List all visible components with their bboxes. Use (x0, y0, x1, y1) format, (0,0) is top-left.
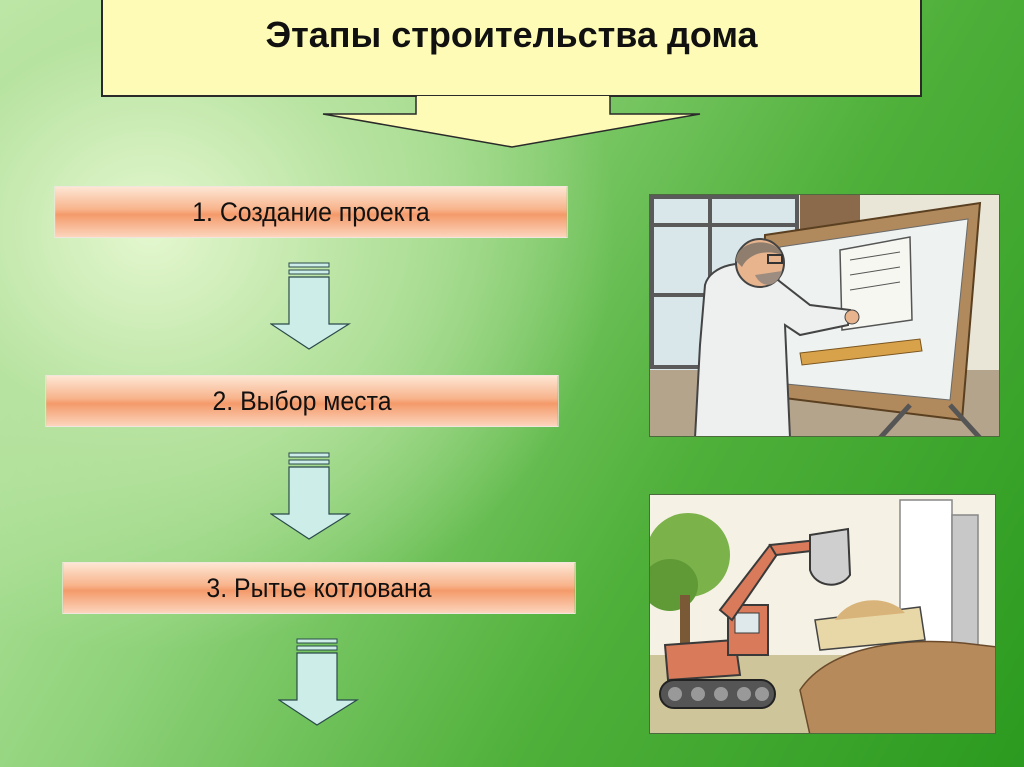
page-title: Этапы строительства дома (265, 14, 758, 55)
title-callout (101, 0, 922, 97)
down-arrow-icon (270, 452, 352, 540)
stage-2-label: 2. Выбор места (212, 385, 392, 416)
stage-2-site: 2. Выбор места (46, 376, 558, 426)
excavator-illustration (649, 494, 996, 734)
down-arrow-icon (278, 638, 360, 726)
stage-1-project: 1. Создание проекта (55, 187, 567, 237)
stage-3-label: 3. Рытье котлована (206, 572, 432, 603)
architect-drafting-illustration (649, 194, 1000, 437)
stage-1-label: 1. Создание проекта (192, 196, 430, 227)
stage-3-pit: 3. Рытье котлована (63, 563, 575, 613)
down-arrow-icon (270, 262, 352, 350)
callout-arrow-icon (322, 96, 701, 148)
